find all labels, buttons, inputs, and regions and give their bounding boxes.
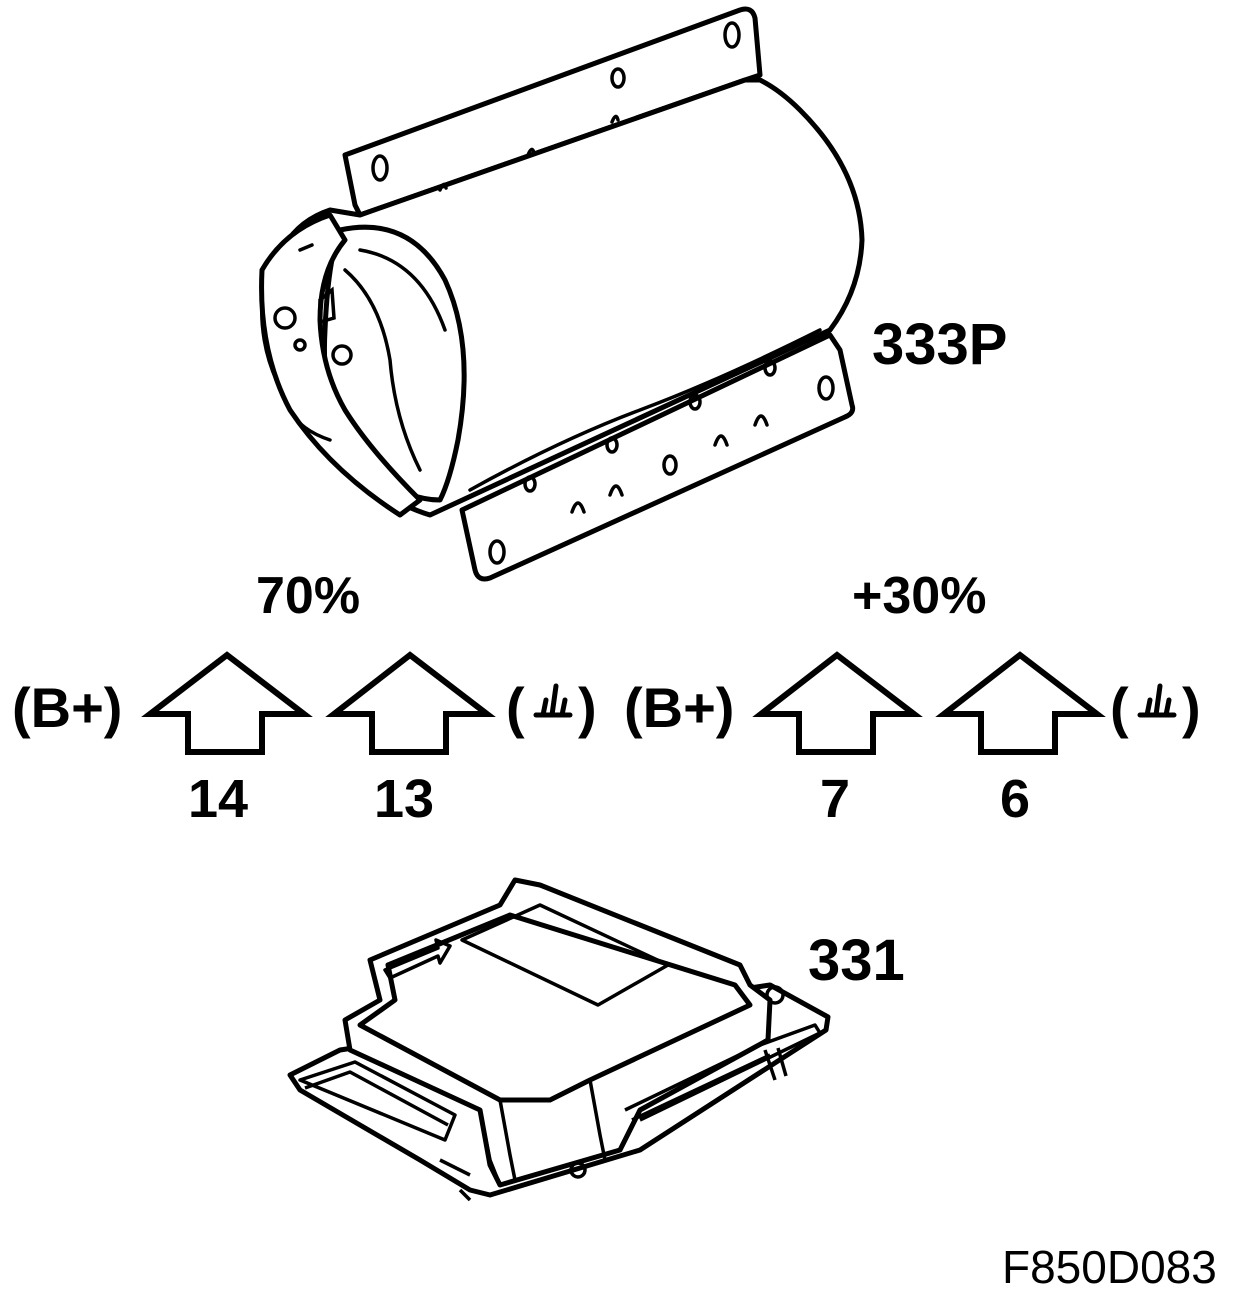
pin-7-label: 7 — [820, 769, 851, 829]
group-1-supply-label: (B+) — [12, 676, 123, 739]
group-2-percent: +30% — [852, 567, 987, 625]
group-2-ground-close-paren: ) — [1182, 676, 1201, 739]
pin-14-label: 14 — [188, 769, 249, 829]
group-2-ground-open-paren: ( — [1110, 676, 1129, 739]
control-unit-label: 331 — [808, 928, 905, 993]
figure-id: F850D083 — [1002, 1241, 1217, 1293]
connection-arrows — [141, 651, 1106, 755]
control-unit-details — [298, 903, 822, 1202]
ground-icon — [1137, 683, 1177, 718]
group-1-percent: 70% — [256, 567, 361, 625]
group-1-ground-close-paren: ) — [578, 676, 597, 739]
arrow-pin-7 — [752, 651, 923, 755]
arrow-pin-13 — [325, 651, 496, 755]
ground-icon — [533, 683, 573, 718]
arrow-pin-6 — [935, 651, 1106, 755]
arrow-pin-14 — [141, 651, 313, 755]
airbag-module-illustration — [259, 6, 865, 582]
airbag-module-label: 333P — [872, 312, 1008, 377]
pin-6-label: 6 — [1000, 769, 1031, 829]
control-unit-illustration — [287, 877, 831, 1198]
group-1-ground-open-paren: ( — [506, 676, 525, 739]
group-2-supply-label: (B+) — [624, 676, 735, 739]
airbag-module-details — [273, 21, 835, 565]
pin-13-label: 13 — [374, 769, 435, 829]
